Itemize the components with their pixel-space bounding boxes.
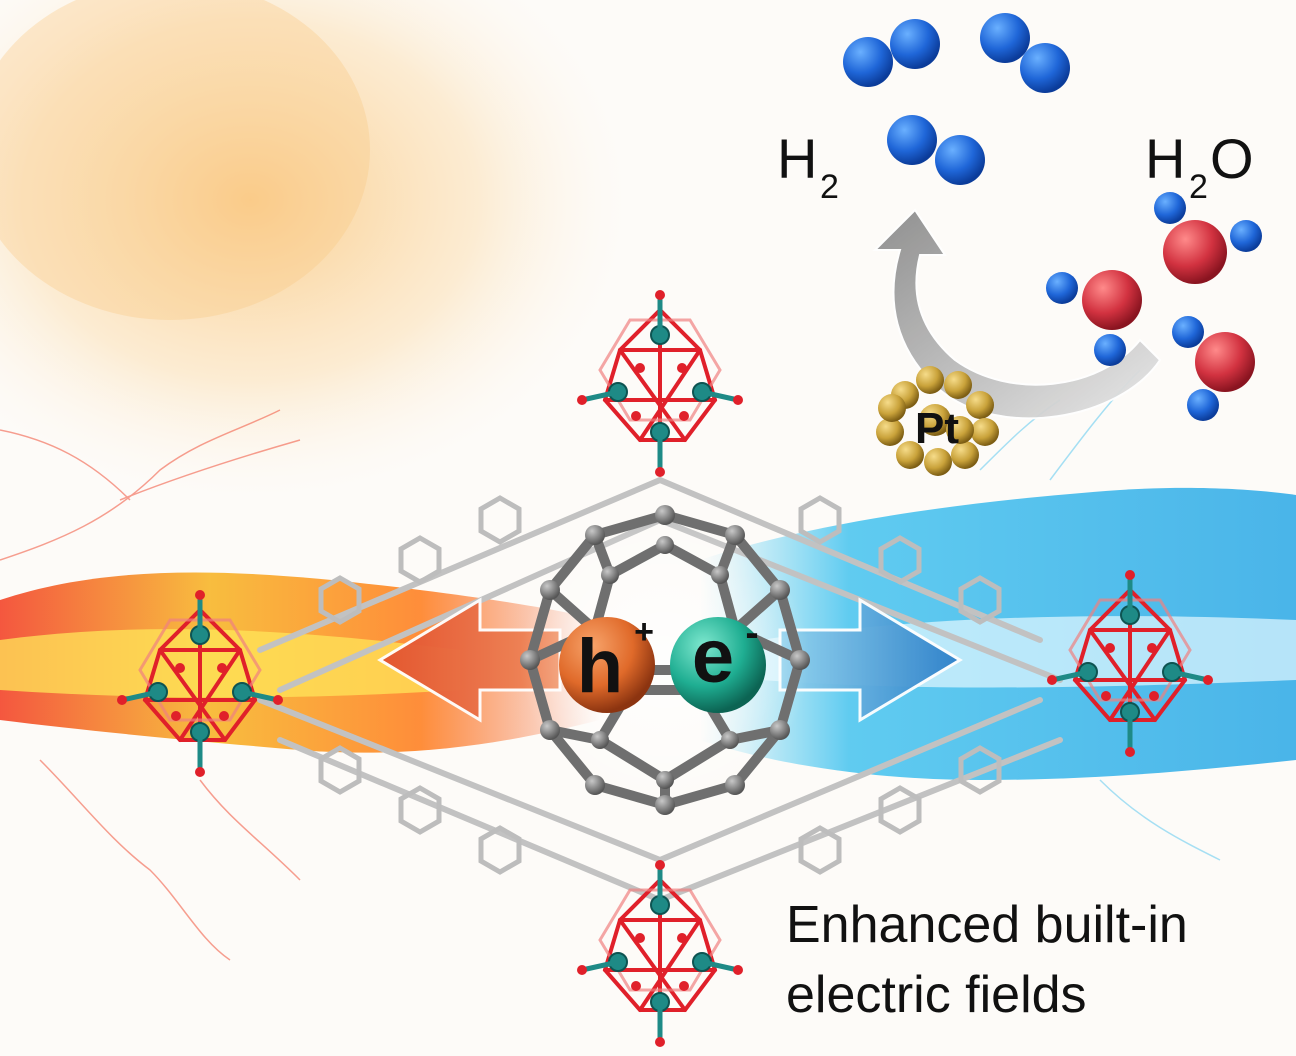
cluster-bottom bbox=[577, 860, 743, 1047]
h2-symbol: H bbox=[777, 127, 817, 190]
h2o-o-symbol: O bbox=[1210, 127, 1254, 190]
caption: Enhanced built-in electric fields bbox=[786, 896, 1188, 1024]
caption-line-1: Enhanced built-in bbox=[786, 896, 1188, 954]
fullerene-cage bbox=[520, 505, 810, 815]
electron-charge: - bbox=[745, 611, 758, 655]
caption-line-2: electric fields bbox=[786, 966, 1087, 1024]
hole-sphere: h + bbox=[559, 613, 655, 713]
cluster-top bbox=[577, 290, 743, 477]
water-molecules bbox=[1046, 192, 1262, 421]
pt-label: Pt bbox=[915, 404, 959, 453]
platinum-cocatalyst: Pt bbox=[876, 366, 999, 476]
hole-symbol: h bbox=[577, 624, 623, 709]
reaction-cycle-arrow bbox=[872, 208, 1162, 420]
h2o-label: H 2 O bbox=[1145, 127, 1254, 206]
hole-charge: + bbox=[634, 613, 654, 651]
electron-sphere: e - bbox=[670, 611, 766, 713]
hydrogen-molecules bbox=[843, 13, 1070, 185]
background-glow bbox=[0, 0, 630, 500]
h2o-subscript: 2 bbox=[1189, 168, 1208, 206]
h2-label: H 2 bbox=[777, 127, 839, 206]
h2-subscript: 2 bbox=[820, 168, 839, 206]
electron-symbol: e bbox=[692, 614, 734, 699]
h2o-h-symbol: H bbox=[1145, 127, 1185, 190]
